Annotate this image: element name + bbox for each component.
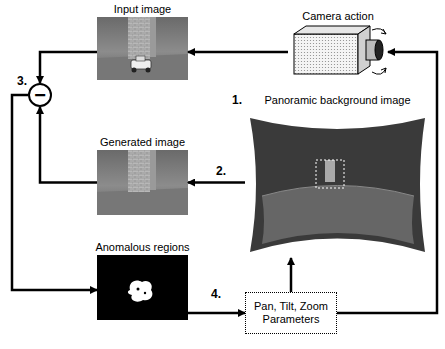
panel-heading: Panoramic background image xyxy=(264,94,410,108)
generated-photo xyxy=(97,150,188,215)
image-panel: Input image xyxy=(97,17,188,80)
callout-number: 4. xyxy=(211,287,221,301)
image-panel: Panoramic background image xyxy=(245,108,430,258)
process-box: Pan, Tilt, Zoom Parameters xyxy=(245,292,337,334)
anomaly-mask xyxy=(97,255,188,320)
image-panel: Generated image xyxy=(97,150,188,215)
flow-arrow xyxy=(40,52,97,83)
flow-arrow xyxy=(40,107,97,183)
panel-heading: Anomalous regions xyxy=(95,241,189,255)
image-panel: Anomalous regions xyxy=(97,255,188,320)
panel-heading: Input image xyxy=(114,3,171,17)
callout-number: 1. xyxy=(232,93,242,107)
camera-panel: Camera action xyxy=(288,24,388,86)
flow-arrow xyxy=(337,52,437,313)
node-text: Pan, Tilt, Zoom Parameters xyxy=(250,300,332,326)
panorama-photo xyxy=(245,108,430,258)
input-photo xyxy=(97,17,188,80)
panel-heading: Generated image xyxy=(100,136,185,150)
flow-arrow xyxy=(188,312,245,315)
node-text: − xyxy=(34,85,46,105)
flow-arrow xyxy=(188,51,288,54)
callout-number: 3. xyxy=(17,74,27,88)
callout-number: 2. xyxy=(216,164,226,178)
flow-arrow xyxy=(188,181,245,184)
panel-heading: Camera action xyxy=(302,10,374,24)
flow-arrow xyxy=(290,258,293,292)
subtract-circle: − xyxy=(28,83,52,107)
camera-symbol xyxy=(294,26,386,74)
flow-arrow xyxy=(12,95,97,290)
